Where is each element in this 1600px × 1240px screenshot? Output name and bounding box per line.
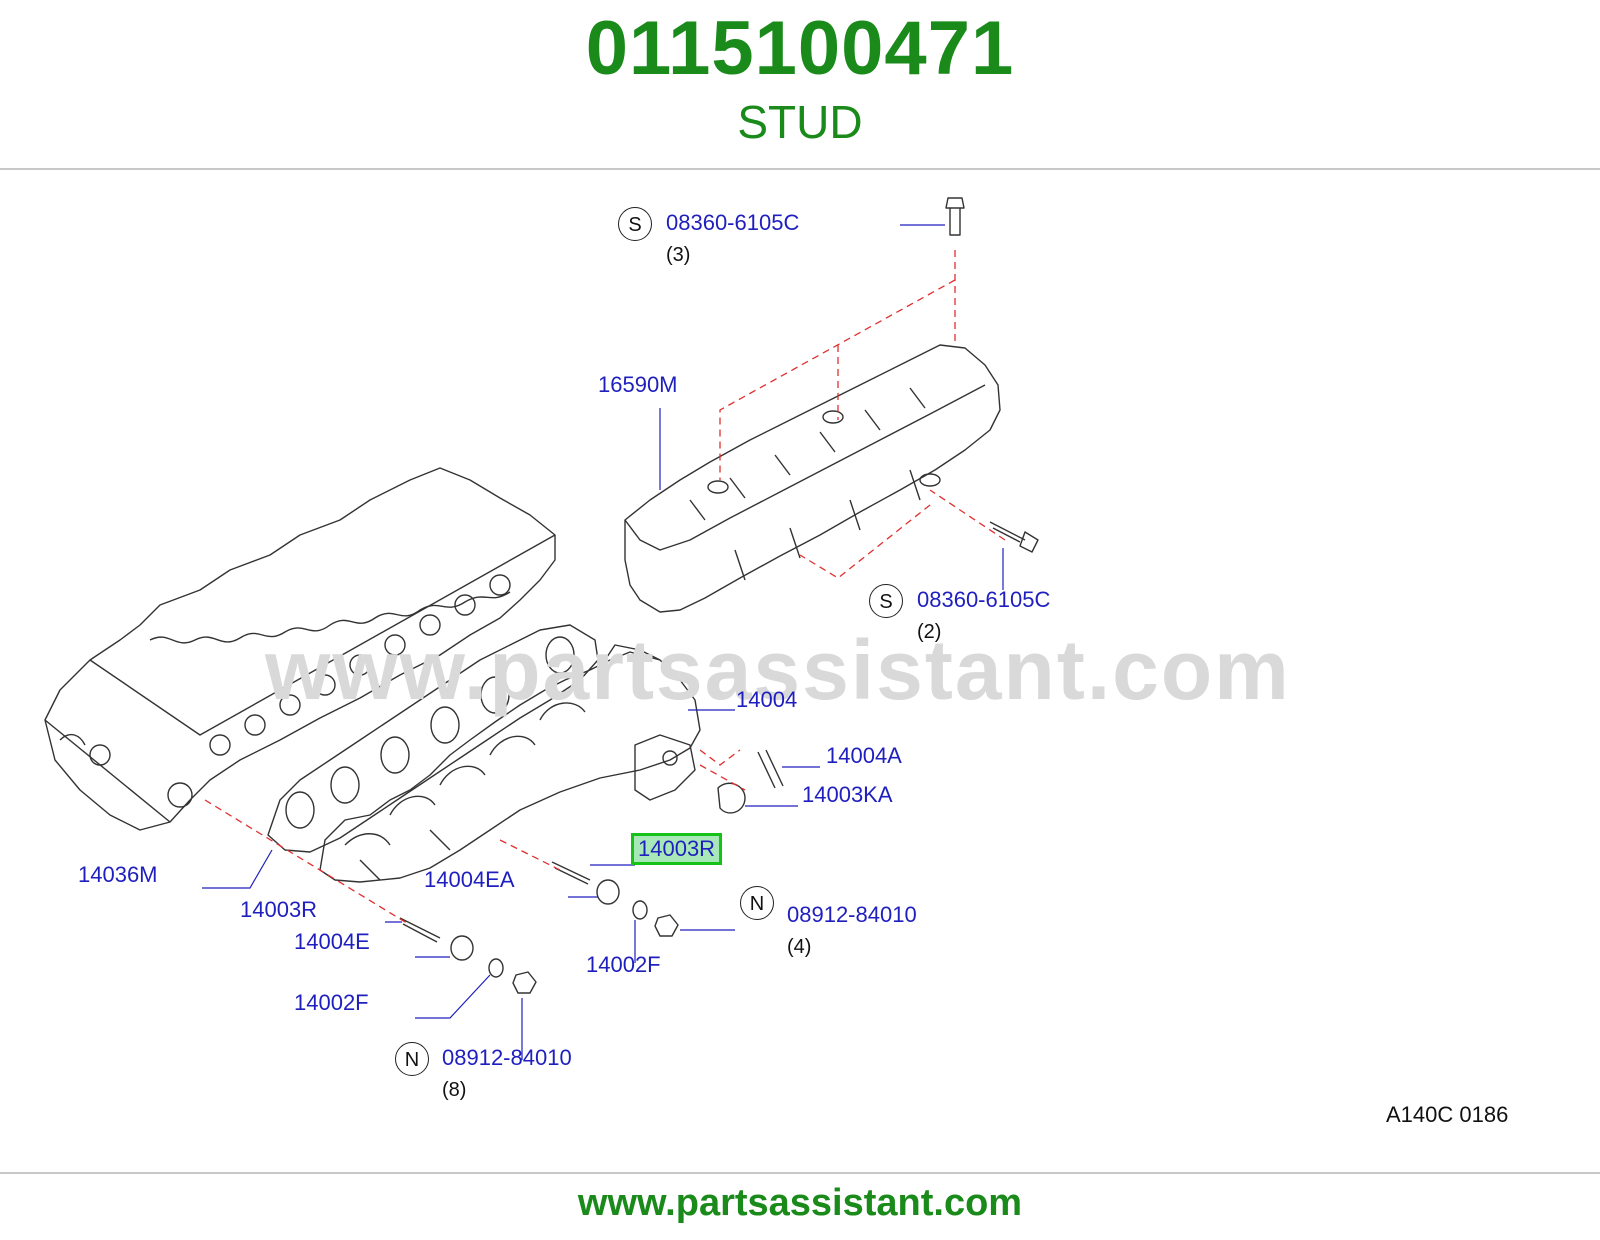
washer-left-callout[interactable]: 14002F xyxy=(294,990,369,1015)
stud-left-callout[interactable]: 14003R xyxy=(240,897,318,922)
cylinder-head-outline xyxy=(44,467,556,831)
nut-left-qty: (8) xyxy=(442,1079,467,1101)
footer-website-link[interactable]: www.partsassistant.com xyxy=(577,1182,1023,1224)
nut-right-tag: N xyxy=(740,886,774,920)
stud-left-shape xyxy=(399,917,441,943)
nut-left-tag: N xyxy=(395,1042,429,1076)
diagram-reference-code: A140C 0186 xyxy=(1386,1102,1509,1127)
spacer-14004e-shape xyxy=(450,935,474,961)
bolt-top-shape xyxy=(945,197,965,236)
nut-left-shape xyxy=(512,971,537,994)
bolt-top-callout[interactable]: 08360-6105C xyxy=(666,210,800,235)
header-divider xyxy=(0,168,1600,170)
plug-14003ka-shape xyxy=(717,782,746,814)
heat-shield-callout[interactable]: 16590M xyxy=(598,372,678,397)
plug-callout[interactable]: 14003KA xyxy=(802,782,893,807)
nut-left-callout[interactable]: 08912-84010 xyxy=(442,1045,572,1070)
footer-divider xyxy=(0,1172,1600,1174)
part-name-subtitle: STUD xyxy=(737,96,863,148)
manifold-callout[interactable]: 14004 xyxy=(736,687,798,712)
bolt-right-qty: (2) xyxy=(917,621,942,643)
bolt-top-tag: S xyxy=(618,207,652,241)
bolt-right-tag: S xyxy=(869,584,903,618)
parts-diagram: www.partsassistant.com S 08360-6105C (3)… xyxy=(0,170,1600,1170)
exhaust-gasket-outline xyxy=(267,624,599,853)
stud-selected-shape xyxy=(551,861,591,885)
heat-shield-outline xyxy=(624,344,1001,613)
part-number-title: 0115100471 xyxy=(585,6,1015,91)
washer-right-shape xyxy=(632,900,648,920)
nut-right-callout[interactable]: 08912-84010 xyxy=(787,902,917,927)
selected-stud-callout[interactable]: 14003R xyxy=(631,833,723,865)
gasket-callout[interactable]: 14036M xyxy=(78,862,158,887)
page-header: 0115100471 STUD xyxy=(0,0,1600,168)
washer-right-callout[interactable]: 14002F xyxy=(586,952,661,977)
bolt-right-callout[interactable]: 08360-6105C xyxy=(917,587,1051,612)
bolt-right-shape xyxy=(989,521,1039,553)
nut-right-qty: (4) xyxy=(787,936,812,958)
bolt-top-qty: (3) xyxy=(666,244,691,266)
stud-14004a-callout[interactable]: 14004A xyxy=(826,743,902,768)
watermark-text: www.partsassistant.com xyxy=(265,623,1291,717)
nut-right-shape xyxy=(654,914,679,937)
spacer-ea-callout[interactable]: 14004EA xyxy=(424,867,515,892)
spacer-14004ea-shape xyxy=(596,879,620,905)
stud-14004a-shape xyxy=(757,749,784,789)
spacer-e-callout[interactable]: 14004E xyxy=(294,929,370,954)
exploded-view-drawing xyxy=(44,197,1039,1060)
washer-left-shape xyxy=(488,958,504,978)
